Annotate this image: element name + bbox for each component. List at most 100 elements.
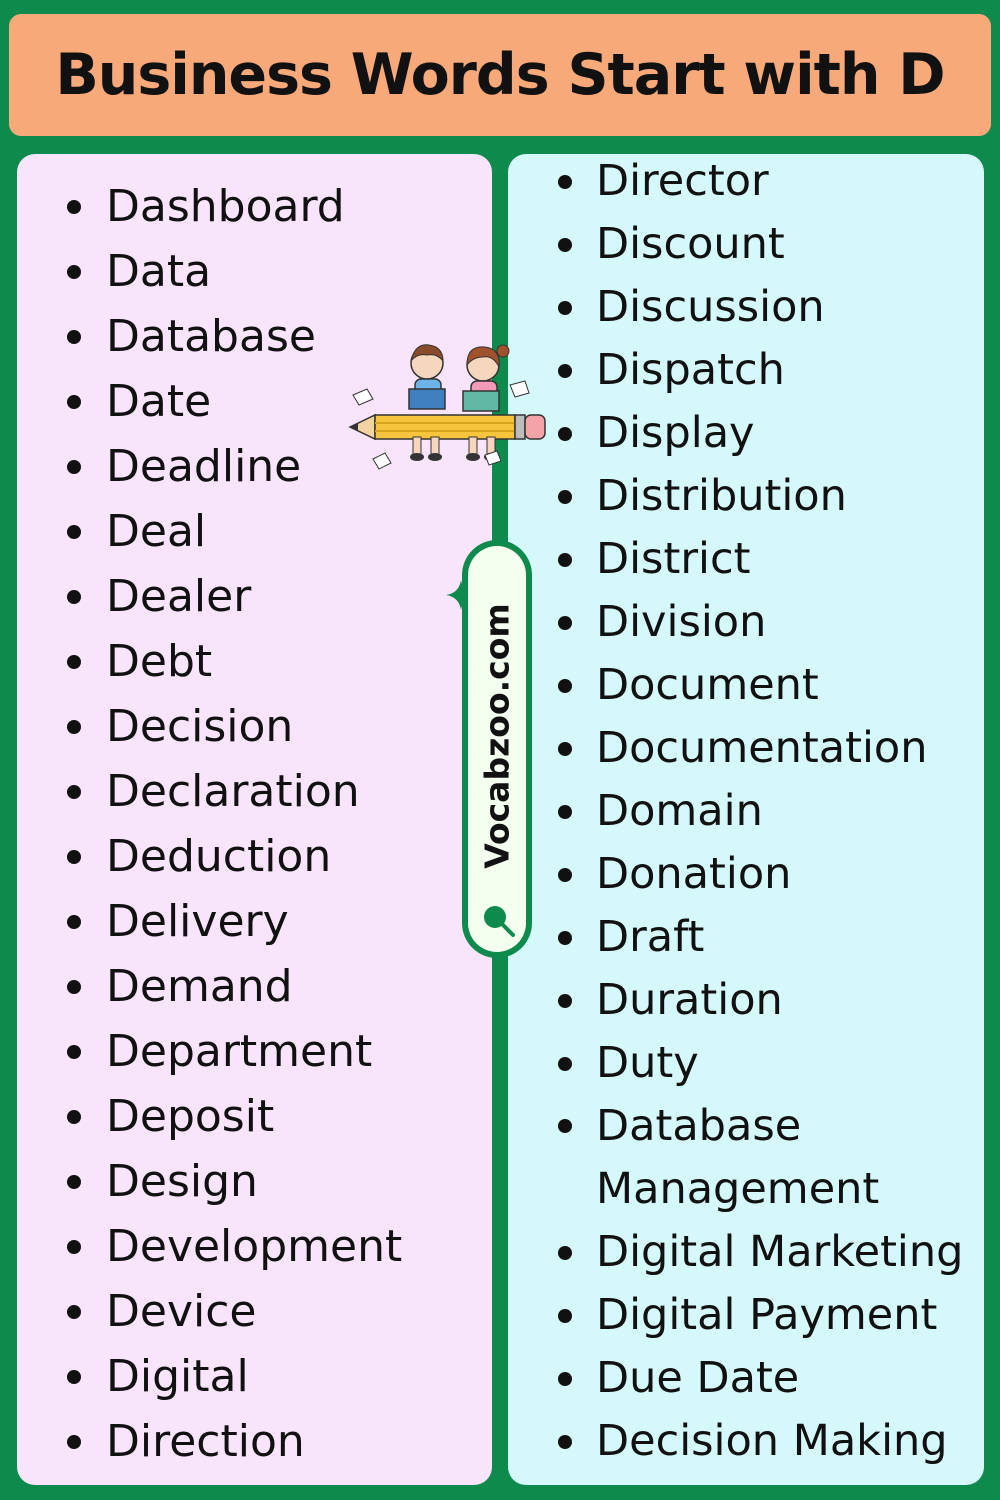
word-text: Dashboard (106, 181, 345, 232)
list-item: Dispatch (558, 339, 963, 402)
word-text: Decision Making (596, 1416, 948, 1466)
list-item: Demand (67, 954, 402, 1019)
list-item: Digital Marketing (558, 1221, 963, 1284)
word-text: Digital Payment (596, 1290, 938, 1340)
bullet-icon (67, 784, 81, 799)
list-item: Digital (67, 1344, 402, 1409)
word-text: District (596, 534, 751, 584)
bullet-icon (558, 867, 572, 882)
bullet-icon (67, 329, 81, 344)
list-item: Digital Payment (558, 1284, 963, 1347)
word-text: Database (106, 311, 316, 362)
bullet-icon (558, 363, 572, 378)
word-text: Decision (106, 701, 294, 752)
bullet-icon (558, 930, 572, 945)
bullet-icon (67, 1044, 81, 1059)
bullet-icon (558, 993, 572, 1008)
list-item: Deadline (67, 434, 402, 499)
list-item: Direction (67, 1409, 402, 1474)
list-item: Database (67, 304, 402, 369)
word-text: Debt (106, 636, 213, 687)
list-item: Draft (558, 906, 963, 969)
list-item: Debt (67, 629, 402, 694)
sparkle-icon (446, 580, 476, 610)
list-item: Documentation (558, 717, 963, 780)
word-text: Domain (596, 786, 763, 836)
word-text: Director (596, 156, 769, 206)
list-item: Department (67, 1019, 402, 1084)
bullet-icon (67, 459, 81, 474)
bullet-icon (558, 1056, 572, 1071)
word-text: Deadline (106, 441, 302, 492)
list-item: Development (67, 1214, 402, 1279)
word-text: Dealer (106, 571, 252, 622)
list-item: Design (67, 1149, 402, 1214)
list-item: Decision Making (558, 1410, 963, 1473)
list-item: Deal (67, 499, 402, 564)
bullet-icon (67, 1109, 81, 1124)
list-item: Duty (558, 1032, 963, 1095)
list-item: Device (67, 1279, 402, 1344)
list-item: Discount (558, 213, 963, 276)
list-item: District (558, 528, 963, 591)
bullet-icon (67, 589, 81, 604)
word-text: Deposit (106, 1091, 275, 1142)
bullet-icon (67, 654, 81, 669)
word-text: Document (596, 660, 819, 710)
bullet-icon (558, 426, 572, 441)
word-text: Division (596, 597, 767, 647)
bullet-icon (67, 1174, 81, 1189)
bullet-icon (558, 300, 572, 315)
list-item: Date (67, 369, 402, 434)
bullet-icon (558, 1245, 572, 1260)
bullet-icon (67, 524, 81, 539)
word-text: Display (596, 408, 755, 458)
word-text: Duration (596, 975, 783, 1025)
bullet-icon (558, 489, 572, 504)
word-text: Distribution (596, 471, 847, 521)
bullet-icon (558, 804, 572, 819)
title-banner: Business Words Start with D (9, 14, 991, 136)
word-text: Design (106, 1156, 258, 1207)
bullet-icon (558, 174, 572, 189)
bullet-icon (67, 979, 81, 994)
bullet-icon (67, 394, 81, 409)
list-item: Dashboard (67, 174, 402, 239)
word-text: Device (106, 1286, 257, 1337)
bullet-icon (558, 237, 572, 252)
word-text: Duty (596, 1038, 699, 1088)
word-text: Digital (106, 1351, 249, 1402)
bullet-icon (67, 1304, 81, 1319)
bullet-icon (67, 914, 81, 929)
word-text: Delivery (106, 896, 289, 947)
list-item: Director (558, 150, 963, 213)
list-item: Declaration (67, 759, 402, 824)
list-item: Delivery (67, 889, 402, 954)
list-item: Document (558, 654, 963, 717)
bullet-icon (558, 741, 572, 756)
site-logo-text: Vocabzoo.com (477, 603, 517, 869)
word-text: Digital Marketing (596, 1227, 964, 1277)
kids-reading-illustration (348, 344, 546, 470)
list-item: Deposit (67, 1084, 402, 1149)
word-text: Deduction (106, 831, 332, 882)
bullet-icon (67, 1369, 81, 1384)
word-text: Draft (596, 912, 705, 962)
page-title: Business Words Start with D (55, 42, 945, 108)
site-logo-badge: Vocabzoo.com (462, 540, 532, 958)
list-item: Discussion (558, 276, 963, 339)
list-item: Duration (558, 969, 963, 1032)
bullet-icon (558, 1434, 572, 1449)
search-magnifier-icon (484, 906, 515, 937)
bullet-icon (558, 678, 572, 693)
word-text: Date (106, 376, 212, 427)
bullet-icon (558, 615, 572, 630)
bullet-icon (558, 1119, 572, 1133)
word-text: Due Date (596, 1353, 800, 1403)
word-text: Declaration (106, 766, 360, 817)
list-item: Data (67, 239, 402, 304)
